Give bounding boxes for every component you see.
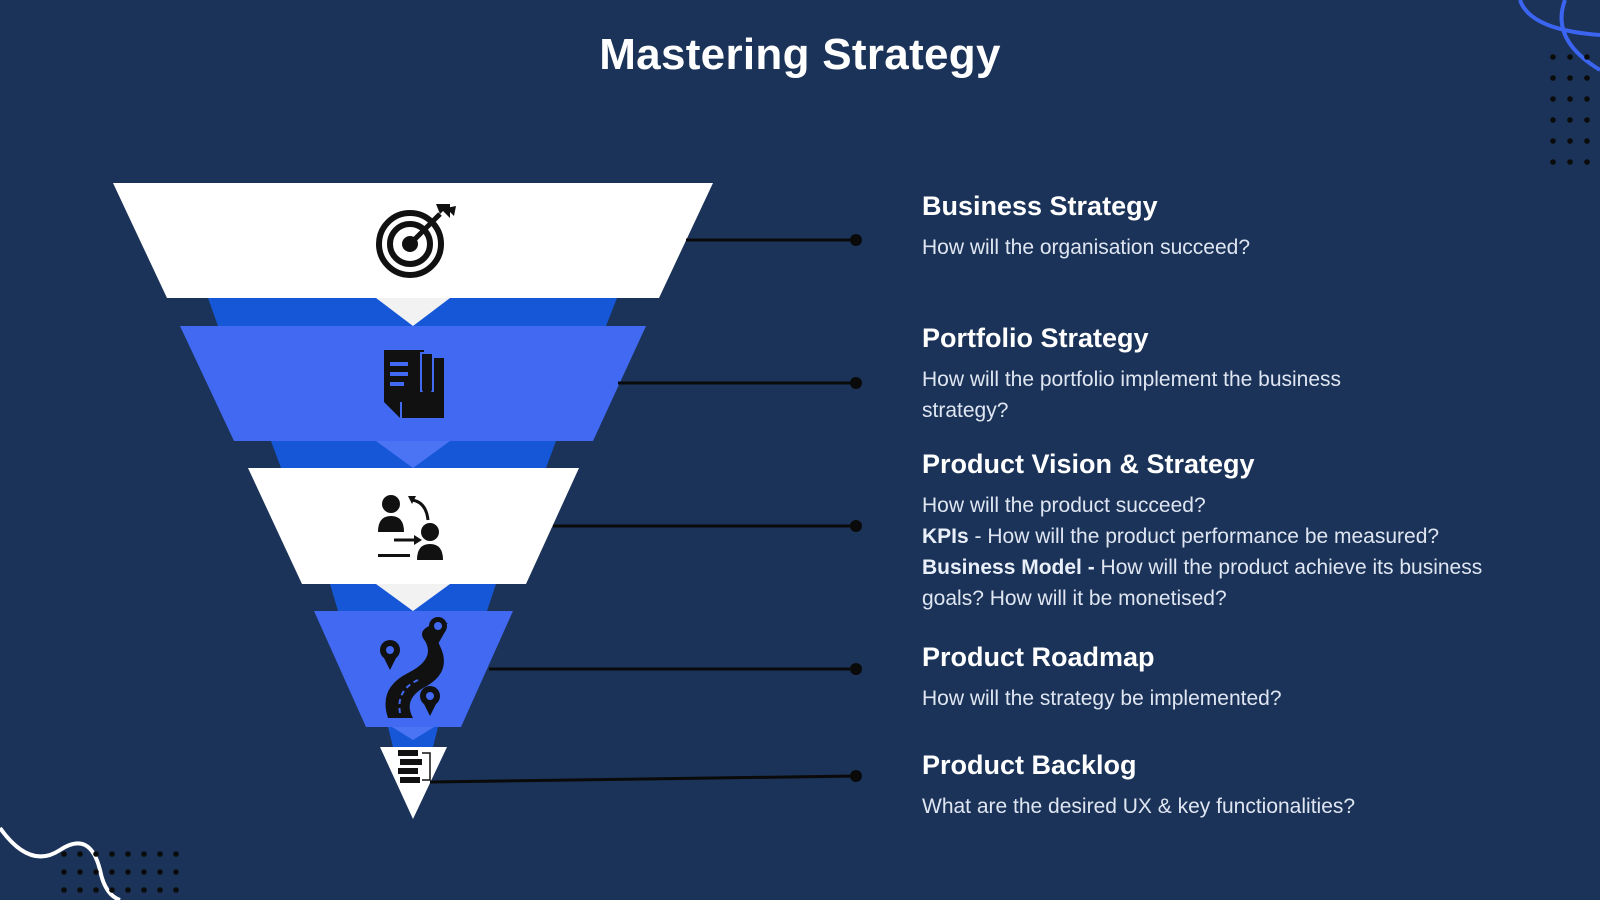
decor-dot: [77, 869, 83, 875]
level-description: What are the desired UX & key functional…: [922, 791, 1522, 822]
decor-dot: [109, 869, 115, 875]
decor-dot: [1550, 117, 1556, 123]
decor-dot: [1584, 159, 1590, 165]
level-description: KPIs - How will the product performance …: [922, 521, 1522, 552]
decor-dot: [173, 869, 179, 875]
page-title: Mastering Strategy: [599, 30, 1001, 79]
decor-dot: [1567, 159, 1573, 165]
decor-dot: [1567, 75, 1573, 81]
dot-grid-top-right: [1550, 54, 1590, 165]
decor-dot: [157, 869, 163, 875]
decor-dot: [125, 887, 131, 893]
decor-dot: [1567, 117, 1573, 123]
funnel-layer-product-roadmap: [314, 611, 513, 727]
level-description: How will the product succeed?: [922, 490, 1522, 521]
corner-decoration-top-right: [1518, 0, 1600, 72]
level-description: How will the organisation succeed?: [922, 232, 1522, 263]
decor-dot: [1550, 54, 1556, 60]
funnel-pointer-2: [376, 441, 450, 468]
decor-dot: [77, 851, 83, 857]
level-description-label: Business Model -: [922, 556, 1095, 580]
level-description-text: How will the organisation succeed?: [922, 236, 1251, 260]
decor-dot: [77, 887, 83, 893]
level-description-text: What are the desired UX & key functional…: [922, 795, 1356, 819]
level-description: Business Model - How will the product ac…: [922, 552, 1522, 614]
document-pencil-icon: [384, 350, 444, 418]
level-title: Business Strategy: [922, 191, 1158, 221]
decor-dot: [157, 887, 163, 893]
decor-dot: [1584, 138, 1590, 144]
level-description-text: How will the product achieve its busines…: [922, 556, 1483, 611]
decor-dot: [93, 887, 99, 893]
decor-dot: [173, 887, 179, 893]
connector-lines: [429, 238, 857, 784]
decor-dot: [1567, 138, 1573, 144]
decor-dot: [61, 851, 67, 857]
level-title: Portfolio Strategy: [922, 323, 1149, 353]
connector-line-5: [429, 774, 857, 784]
funnel-pointer-4: [392, 727, 434, 740]
level-description-text: - How will the product performance be me…: [968, 525, 1440, 549]
funnel-pointer-1: [376, 298, 450, 326]
decor-dot: [125, 851, 131, 857]
decor-dot: [157, 851, 163, 857]
level-title: Product Backlog: [922, 750, 1137, 780]
decor-dot: [61, 869, 67, 875]
road-map-pins-icon: [380, 617, 448, 718]
decor-dot: [1550, 159, 1556, 165]
decor-dot: [141, 869, 147, 875]
people-exchange-icon: [378, 495, 443, 560]
connector-dot-5: [850, 770, 862, 782]
decor-dot: [1567, 54, 1573, 60]
decor-dot: [1584, 117, 1590, 123]
decor-dot: [1567, 96, 1573, 102]
decor-dot: [1550, 138, 1556, 144]
funnel-layer-product-vision: [248, 468, 579, 584]
level-description-label: KPIs: [922, 525, 969, 549]
level-title: Product Vision & Strategy: [922, 449, 1255, 479]
level-description-text: How will the product succeed?: [922, 494, 1206, 518]
decor-dot: [1584, 75, 1590, 81]
decor-dot: [109, 851, 115, 857]
decor-dot: [93, 869, 99, 875]
funnel-pointer-3: [376, 584, 450, 611]
decor-dot: [125, 869, 131, 875]
decor-dot: [173, 851, 179, 857]
target-icon: [376, 204, 456, 278]
decor-dot: [1584, 96, 1590, 102]
level-title: Product Roadmap: [922, 642, 1155, 672]
decor-dot: [109, 887, 115, 893]
backlog-list-icon: [398, 750, 431, 783]
level-description: How will the portfolio implement the bus…: [922, 364, 1382, 426]
connector-dot-3: [850, 520, 862, 532]
decor-dot: [141, 851, 147, 857]
level-description: How will the strategy be implemented?: [922, 683, 1522, 714]
decor-dot: [61, 887, 67, 893]
connector-dot-4: [850, 663, 862, 675]
dot-grid-bottom-left: [61, 851, 179, 893]
level-description-text: How will the strategy be implemented?: [922, 687, 1282, 711]
decor-dot: [1550, 75, 1556, 81]
connector-dot-1: [850, 234, 862, 246]
decor-dot: [1550, 96, 1556, 102]
connector-dot-2: [850, 377, 862, 389]
decor-dot: [1584, 54, 1590, 60]
level-description-text: How will the portfolio implement the bus…: [922, 368, 1342, 423]
decor-dot: [141, 887, 147, 893]
decor-dot: [93, 851, 99, 857]
corner-decoration-bottom-left: [0, 826, 121, 900]
